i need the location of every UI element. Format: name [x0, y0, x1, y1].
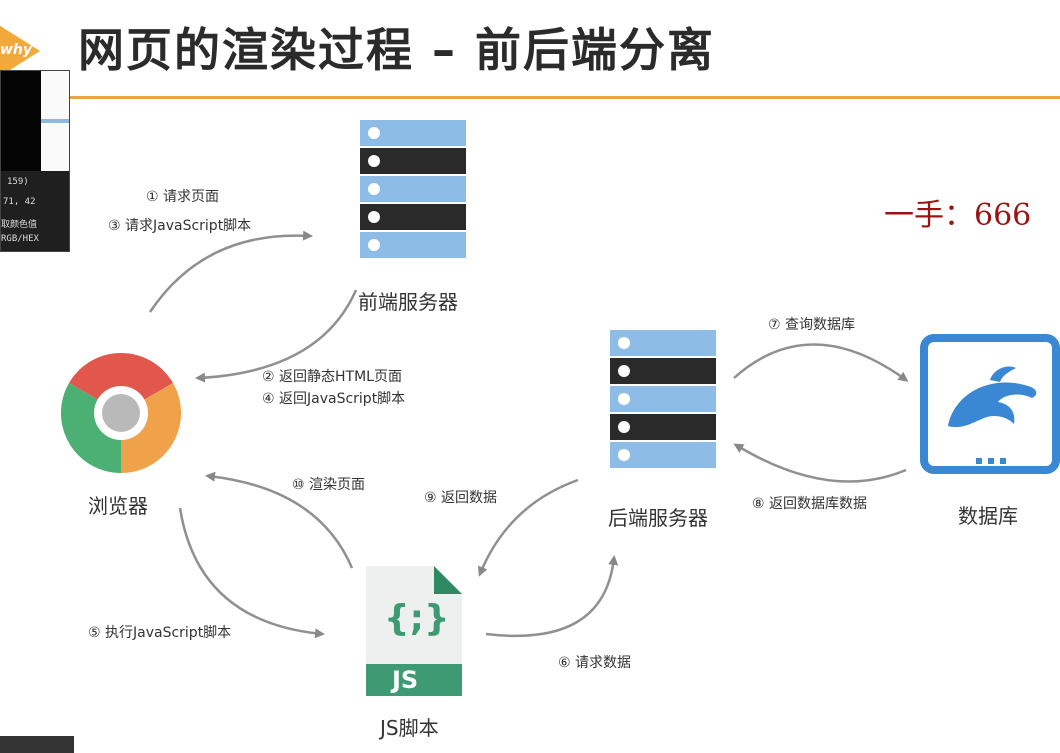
browser-label: 浏览器 [88, 494, 148, 518]
step-6-label: ⑥ 请求数据 [558, 655, 632, 671]
frontend-server-icon [360, 120, 466, 260]
step-5-label: ⑤ 执行JavaScript脚本 [88, 625, 232, 641]
slide-title: 网页的渲染过程 – 前后端分离 [78, 23, 716, 77]
step-10-label: ⑩ 渲染页面 [292, 477, 366, 493]
arrow-query-db [733, 343, 909, 382]
picker-crosshair [41, 119, 69, 123]
js-badge: JS [392, 666, 419, 694]
picker-line-3: 取颜色值 [1, 220, 38, 230]
arrow-return-db [733, 443, 907, 483]
arrow-request-page [148, 230, 313, 313]
color-picker-overlay: 159) 71, 42 取颜色值 RGB/HEX [0, 70, 70, 252]
js-code-glyph: {;} [384, 598, 450, 639]
overlay-note: 一手：666 [884, 198, 1032, 233]
arrow-return-html [195, 289, 358, 383]
database-label: 数据库 [958, 504, 1018, 528]
picker-line-4: RGB/HEX [1, 234, 39, 244]
logo [0, 22, 40, 80]
backend-server-label: 后端服务器 [608, 506, 708, 530]
backend-server-icon [610, 330, 716, 470]
step-4-label: ④ 返回JavaScript脚本 [262, 391, 406, 407]
step-1-label: ① 请求页面 [146, 189, 220, 205]
js-file-icon [366, 566, 462, 696]
step-8-label: ⑧ 返回数据库数据 [752, 496, 868, 512]
arrow-request-data [485, 555, 619, 638]
arrow-exec-js [178, 507, 325, 639]
database-icon [920, 334, 1060, 474]
step-7-label: ⑦ 查询数据库 [768, 317, 856, 333]
frontend-server-label: 前端服务器 [358, 290, 458, 314]
step-3-label: ③ 请求JavaScript脚本 [108, 218, 252, 234]
step-2-label: ② 返回静态HTML页面 [262, 369, 402, 385]
step-9-label: ⑨ 返回数据 [424, 490, 498, 506]
corner-block [0, 736, 74, 753]
js-file-label: JS脚本 [380, 716, 439, 740]
picker-preview [1, 71, 41, 171]
arrow-return-data [478, 478, 579, 577]
picker-line-1: 159) [7, 177, 29, 187]
arrow-render-page [205, 471, 354, 569]
browser-icon [58, 350, 184, 476]
picker-line-2: 71, 42 [3, 197, 36, 207]
title-rule [70, 96, 1060, 99]
logo-text: why [0, 42, 33, 58]
